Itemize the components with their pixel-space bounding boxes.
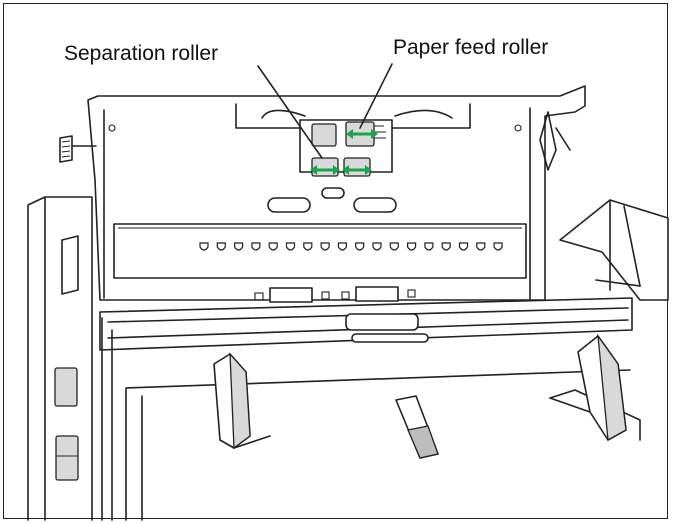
guide-parts-row xyxy=(254,286,416,303)
sensor-tooth xyxy=(458,242,469,251)
paper-feed-roller-leader xyxy=(359,63,393,129)
separation-roller-arrow xyxy=(310,165,372,175)
sensor-tooth xyxy=(234,242,244,251)
sensor-tooth xyxy=(216,242,226,251)
feeder-bar xyxy=(99,297,633,521)
sensor-teeth xyxy=(199,242,503,251)
guide-slots xyxy=(267,187,397,213)
sensor-tooth xyxy=(303,242,313,251)
scanner-body-right xyxy=(559,199,669,301)
separation-roller-label: Separation roller xyxy=(64,42,219,65)
sensor-tooth xyxy=(372,242,382,251)
center-tab xyxy=(395,395,439,459)
paper-feed-roller-arrow xyxy=(346,129,378,139)
sensor-tooth xyxy=(199,242,209,251)
sensor-tooth xyxy=(389,242,399,251)
roller-housing xyxy=(299,119,393,177)
sensor-tooth xyxy=(493,242,503,251)
right-paper-guide xyxy=(549,333,627,442)
paper-hopper xyxy=(125,369,641,521)
sensor-tooth xyxy=(320,242,330,251)
sensor-tooth xyxy=(285,242,296,251)
sensor-panel xyxy=(113,223,527,279)
separation-roller-leader xyxy=(257,65,323,159)
sensor-tooth xyxy=(355,242,365,251)
sensor-tooth xyxy=(407,242,417,251)
sensor-tooth xyxy=(441,242,451,251)
left-paper-guide xyxy=(213,352,271,450)
sensor-tooth xyxy=(337,242,347,251)
sensor-tooth xyxy=(268,242,278,251)
paper-feed-roller-label: Paper feed roller xyxy=(393,36,549,59)
sensor-tooth xyxy=(424,242,434,251)
sensor-tooth xyxy=(476,242,486,251)
scanner-body-left xyxy=(27,196,93,521)
sensor-tooth xyxy=(251,242,261,251)
